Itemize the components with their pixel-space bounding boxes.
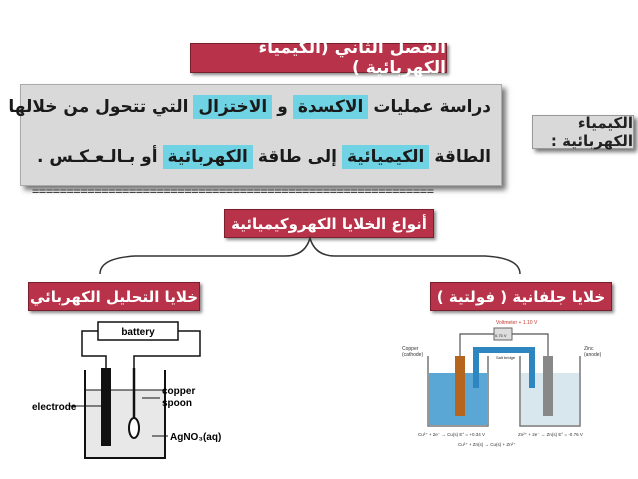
electrolytic-cells-label: خلايا التحليل الكهربائي — [28, 282, 200, 311]
chapter-title: الفصل الثاني (الكيمياء الكهربائية ) — [190, 38, 447, 78]
text-segment: إلى طاقة — [257, 147, 337, 167]
electrolysis-diagram: battery electrode copper spoon AgNO₃(aq) — [32, 321, 221, 459]
definition-line-1: دراسة عمليات الاكسدة و الاختزال التي تتح… — [8, 95, 491, 119]
zinc-label: Zinc — [584, 346, 594, 352]
definition-line-2: الطاقة الكيميائية إلى طاقة الكهربائية أو… — [29, 145, 491, 169]
battery-label: battery — [121, 327, 155, 338]
definition-term: الكيمياء الكهربائية : — [532, 114, 634, 150]
spoon-label: spoon — [162, 398, 192, 409]
highlight-chemical: الكيميائية — [342, 145, 430, 169]
zinc-half-reaction: Zn²⁺ + 2e⁻ → Zn(s) E° = -0.76 V — [518, 432, 583, 437]
beaker — [84, 370, 166, 459]
galvanic-diagram: Voltmeter + 1.10 V 0.75 V Salt bridge Co… — [402, 320, 602, 447]
salt-bridge-label: Salt bridge — [496, 355, 516, 360]
text-segment: أو بـالـعـكـس . — [36, 147, 158, 167]
anode-label: (anode) — [584, 352, 602, 358]
zinc-electrode — [543, 356, 553, 416]
cathode-label: (cathode) — [402, 352, 423, 358]
copper-label: Copper — [402, 346, 419, 352]
voltmeter-reading: 0.75 V — [495, 333, 507, 338]
copper-electrode — [455, 356, 465, 416]
spoon-shape — [128, 417, 140, 439]
brace-connector — [99, 236, 521, 275]
highlight-reduction: الاختزال — [193, 95, 273, 119]
highlight-electrical: الكهربائية — [162, 145, 253, 169]
definition-box: دراسة عمليات الاكسدة و الاختزال التي تتح… — [8, 84, 502, 186]
text-segment: الطاقة — [434, 147, 491, 167]
cell-types-title: أنواع الخلايا الكهروكيميائية — [224, 209, 434, 238]
galvanic-cells-label: خلايا جلفانية ( فولتية ) — [430, 282, 612, 311]
text-segment: التي تتحول من خلالها — [8, 97, 189, 117]
text-segment: دراسة عمليات — [373, 97, 491, 117]
solution — [86, 390, 164, 457]
separator-line: ========================================… — [32, 184, 434, 198]
solution-label: AgNO₃(aq) — [170, 432, 221, 443]
overall-reaction: Cu²⁺ + Zn(s) → Cu(s) + Zn²⁺ — [458, 442, 516, 447]
text-segment: و — [277, 97, 288, 117]
copper-label: copper — [162, 386, 195, 397]
electrode-bar — [101, 368, 111, 446]
copper-half-reaction: Cu²⁺ + 2e⁻ → Cu(s) E° = +0.34 V — [418, 432, 485, 437]
salt-bridge — [473, 347, 535, 388]
voltmeter-label: Voltmeter + 1.10 V — [496, 320, 538, 326]
electrode-label: electrode — [32, 402, 77, 413]
highlight-oxidation: الاكسدة — [292, 95, 369, 119]
